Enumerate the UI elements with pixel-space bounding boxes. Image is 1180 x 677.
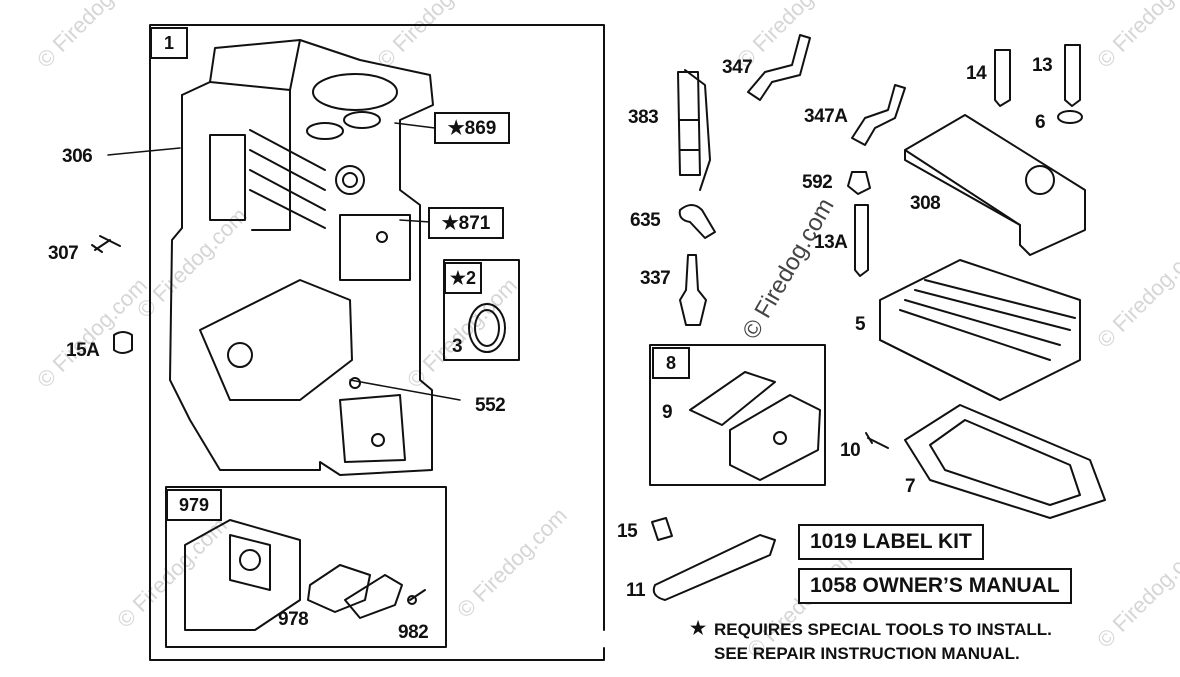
group-2-frame	[443, 259, 520, 361]
bracket-347-drawing	[747, 34, 811, 101]
cover-308-drawing	[904, 114, 1086, 256]
part-label-592: 592	[802, 172, 833, 193]
part-label-9: 9	[662, 402, 673, 423]
gasket-3-drawing	[468, 303, 506, 353]
part-label-337: 337	[640, 268, 671, 289]
special-tools-note: REQUIRES SPECIAL TOOLS TO INSTALL.	[714, 620, 1052, 639]
group-1-label: 1	[150, 27, 188, 59]
callout-869: ★869	[434, 112, 510, 144]
part-label-383: 383	[628, 107, 659, 128]
plug-15A-drawing	[113, 331, 133, 354]
nut-592-drawing	[847, 171, 871, 195]
bracket-347A-drawing	[851, 84, 906, 146]
part-label-6: 6	[1035, 112, 1046, 133]
part-label-347: 347	[722, 57, 753, 78]
part-label-14: 14	[966, 63, 987, 84]
part-label-306: 306	[62, 146, 93, 167]
group-979-label: 979	[166, 489, 222, 521]
part-label-10: 10	[840, 440, 861, 461]
cylinder-head-5-drawing	[879, 259, 1081, 401]
group-8-frame	[649, 344, 826, 486]
part-label-307: 307	[48, 243, 79, 264]
part-label-982: 982	[398, 622, 429, 643]
part-label-5: 5	[855, 314, 866, 335]
group-2-label: ★2	[444, 262, 482, 294]
breather-tube-11-drawing	[652, 534, 776, 601]
repair-manual-note: SEE REPAIR INSTRUCTION MANUAL.	[714, 644, 1020, 663]
part-label-308: 308	[910, 193, 941, 214]
part-label-13A: 13A	[814, 232, 848, 253]
group-8-label: 8	[652, 347, 690, 379]
callout-871: ★871	[428, 207, 504, 239]
bolt-10-drawing	[865, 432, 889, 449]
stud-13A-drawing	[854, 204, 869, 277]
part-label-15: 15	[617, 521, 638, 542]
ignition-coil-383-drawing	[677, 69, 711, 191]
boot-635-drawing	[678, 204, 716, 239]
part-label-3: 3	[452, 336, 463, 357]
plug-15-drawing	[651, 517, 673, 541]
part-label-635: 635	[630, 210, 661, 231]
label-kit-box: 1019 LABEL KIT	[798, 524, 984, 560]
washer-6-drawing	[1057, 110, 1083, 124]
breather-cover-drawing	[729, 394, 821, 481]
part-label-11: 11	[626, 580, 646, 601]
part-label-347A: 347A	[804, 106, 848, 127]
spark-plug-337-drawing	[679, 254, 707, 326]
star-icon: ★	[690, 618, 707, 638]
part-label-7: 7	[905, 476, 916, 497]
bolt-13-drawing	[1064, 44, 1081, 107]
intake-manifold-drawing	[184, 519, 426, 631]
group-979-frame	[165, 486, 447, 648]
part-label-15A: 15A	[66, 340, 100, 361]
head-gasket-7-drawing	[904, 404, 1106, 519]
owners-manual-box: 1058 OWNER’S MANUAL	[798, 568, 1072, 604]
screw-307-drawing	[91, 235, 121, 253]
part-label-13: 13	[1032, 55, 1053, 76]
cylinder-block-drawing	[169, 39, 461, 476]
gasket-9-drawing	[689, 371, 776, 426]
bolt-14-drawing	[994, 49, 1011, 107]
group-1-frame	[149, 24, 605, 661]
part-label-978: 978	[278, 609, 309, 630]
part-label-552: 552	[475, 395, 506, 416]
